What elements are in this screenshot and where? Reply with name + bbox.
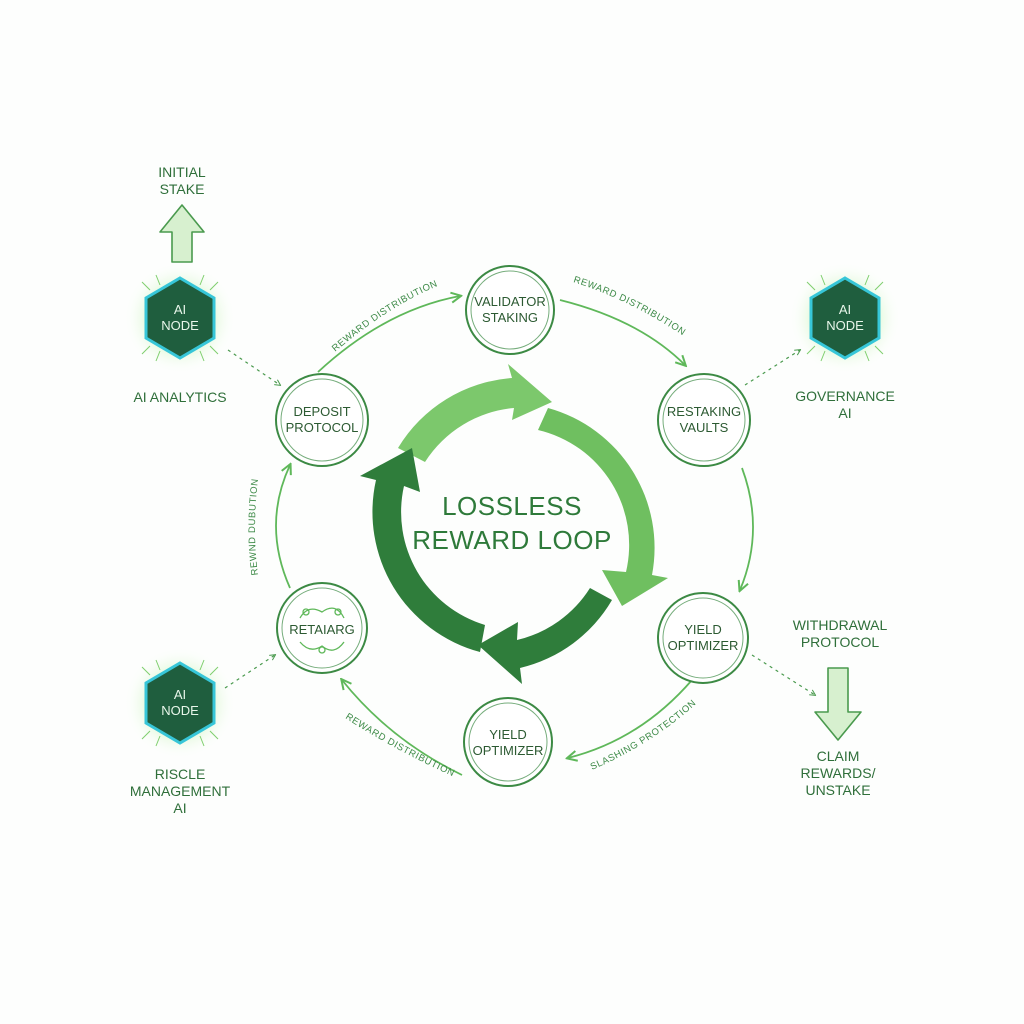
edge-label-top-right: REWARD DISTRIBUTION bbox=[572, 274, 688, 338]
node-label-yield-right: YIELD OPTIMIZER bbox=[667, 622, 739, 653]
edge-label-left: REWND DUBUTION bbox=[247, 478, 261, 576]
connector-validator-restaking bbox=[559, 299, 685, 365]
ai-dashed-connectors bbox=[224, 350, 815, 695]
node-label-validator: VALIDATOR STAKING bbox=[474, 294, 546, 325]
node-circle-yield-bottom[interactable] bbox=[463, 697, 553, 787]
ai-caption-risk: RISCLE MANAGEMENT AI bbox=[129, 766, 231, 816]
plant-swirl-icon bbox=[299, 607, 345, 654]
node-label-yield-bottom: YIELD OPTIMIZER bbox=[472, 727, 544, 758]
loop-arrow-right bbox=[538, 408, 668, 606]
ai-node-label-bottom-left: AI NODE bbox=[161, 687, 199, 718]
node-label-retaiarg: RETAIARG bbox=[289, 622, 355, 637]
ai-node-bottom-left[interactable] bbox=[124, 647, 236, 759]
initial-stake-label: INITIAL STAKE bbox=[158, 164, 206, 197]
connector-yield-slashing bbox=[568, 679, 693, 758]
node-circle-retaiarg[interactable] bbox=[276, 582, 368, 674]
node-label-deposit: DEPOSIT PROTOCOL bbox=[285, 404, 359, 435]
connector-deposit-validator bbox=[317, 296, 460, 373]
edge-label-top-left: REWARD DISTRIBUTION bbox=[330, 278, 440, 354]
ring-connectors bbox=[275, 296, 754, 776]
withdrawal-arrow-icon bbox=[814, 667, 862, 741]
loop-arrow-bottom bbox=[478, 588, 612, 684]
node-circle-yield-right[interactable] bbox=[657, 592, 749, 684]
node-label-restaking: RESTAKING VAULTS bbox=[666, 404, 742, 435]
connector-yield-retaiarg bbox=[342, 680, 463, 776]
ai-node-top-left[interactable] bbox=[124, 262, 236, 374]
ai-caption-governance: GOVERNANCE AI bbox=[795, 388, 895, 421]
claim-rewards-label: CLAIM REWARDS/ UNSTAKE bbox=[800, 748, 876, 798]
ai-node-top-right[interactable] bbox=[789, 262, 901, 374]
edge-label-bottom-right: SLASHING PROTECTION bbox=[589, 698, 699, 773]
loop-arrow-top bbox=[398, 364, 552, 462]
node-circle-validator[interactable] bbox=[465, 265, 555, 355]
center-title: LOSSLESS REWARD LOOP bbox=[412, 491, 612, 555]
initial-stake-arrow-icon bbox=[159, 204, 205, 263]
edge-label-bottom-left: REWARD DISTRIBUTION bbox=[343, 711, 456, 779]
central-loop-arrows bbox=[360, 364, 668, 684]
loop-arrow-left bbox=[360, 448, 485, 652]
node-circle-deposit[interactable] bbox=[275, 373, 369, 467]
connector-restaking-yield bbox=[740, 467, 754, 590]
withdrawal-protocol-label: WITHDRAWAL PROTOCOL bbox=[792, 617, 888, 650]
ai-node-label-top-left: AI NODE bbox=[161, 302, 199, 333]
node-inner-rings bbox=[280, 270, 746, 782]
ai-node-label-top-right: AI NODE bbox=[826, 302, 864, 333]
connector-retaiarg-deposit bbox=[275, 465, 290, 589]
node-circle-restaking[interactable] bbox=[657, 373, 751, 467]
ai-caption-analytics: AI ANALYTICS bbox=[133, 389, 227, 405]
node-circles bbox=[275, 265, 751, 787]
